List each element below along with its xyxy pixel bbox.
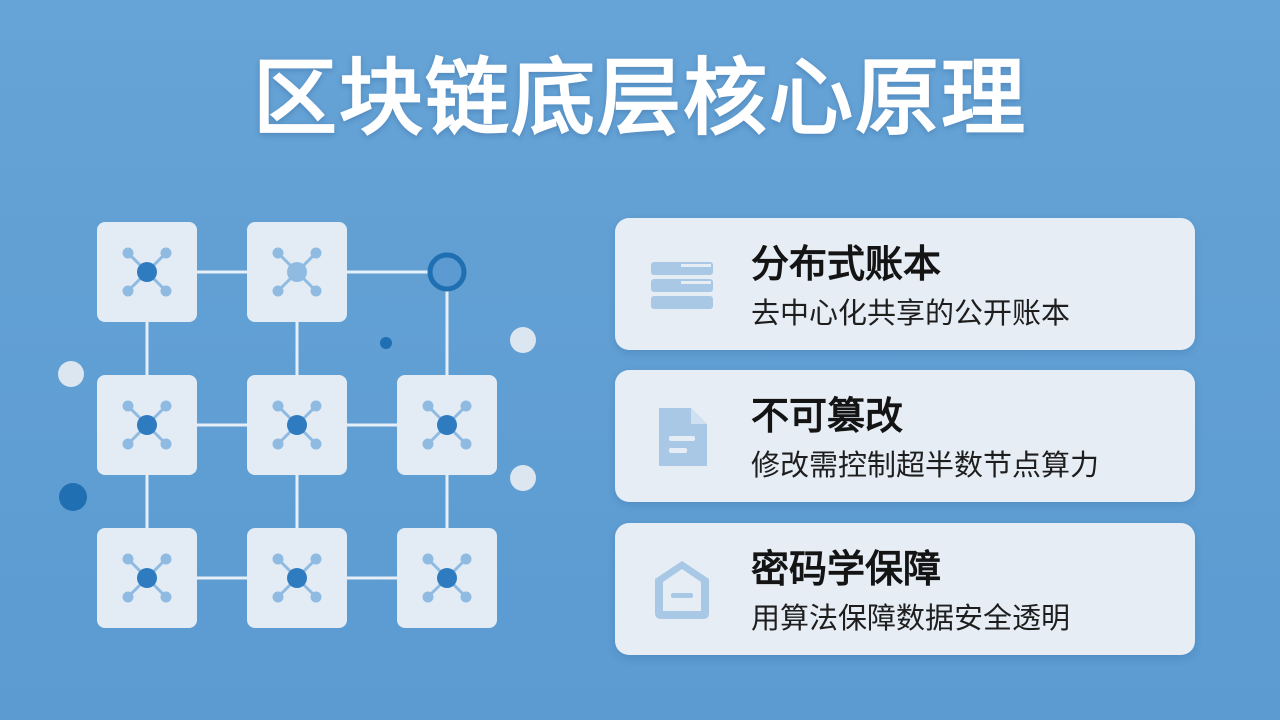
secure-container-icon xyxy=(655,561,709,619)
card-cryptography: 密码学保障 用算法保障数据安全透明 xyxy=(615,523,1195,655)
network-node xyxy=(97,375,197,475)
hub-network-icon xyxy=(122,247,172,297)
card-distributed-ledger: 分布式账本 去中心化共享的公开账本 xyxy=(615,218,1195,350)
card-description: 修改需控制超半数节点算力 xyxy=(751,448,1100,482)
network-node xyxy=(97,528,197,628)
card-title: 不可篡改 xyxy=(751,394,904,438)
card-immutability: 不可篡改 修改需控制超半数节点算力 xyxy=(615,370,1195,502)
network-nodes xyxy=(97,222,497,628)
decorative-dot xyxy=(510,465,536,491)
hub-network-icon xyxy=(272,553,322,603)
page-title: 区块链底层核心原理 xyxy=(252,49,1027,147)
network-node xyxy=(247,222,347,322)
ring-node xyxy=(427,252,467,292)
network-node xyxy=(397,375,497,475)
network-node xyxy=(397,528,497,628)
network-node xyxy=(97,222,197,322)
decorative-dot xyxy=(59,483,87,511)
decorative-dot xyxy=(380,337,392,349)
card-description: 用算法保障数据安全透明 xyxy=(751,601,1071,635)
network-node xyxy=(247,375,347,475)
hub-network-icon xyxy=(122,400,172,450)
card-title: 分布式账本 xyxy=(751,242,942,286)
hub-network-icon xyxy=(422,400,472,450)
network-node xyxy=(247,528,347,628)
ledger-stack-icon xyxy=(651,262,713,309)
hub-network-icon xyxy=(272,400,322,450)
card-title: 密码学保障 xyxy=(751,547,942,591)
hub-network-icon xyxy=(272,247,322,297)
network-diagram xyxy=(58,222,536,628)
decorative-dot xyxy=(510,327,536,353)
hub-network-icon xyxy=(122,553,172,603)
document-icon xyxy=(659,408,707,466)
card-description: 去中心化共享的公开账本 xyxy=(751,296,1071,330)
decorative-dots xyxy=(58,252,536,511)
hub-network-icon xyxy=(422,553,472,603)
decorative-dot xyxy=(58,361,84,387)
